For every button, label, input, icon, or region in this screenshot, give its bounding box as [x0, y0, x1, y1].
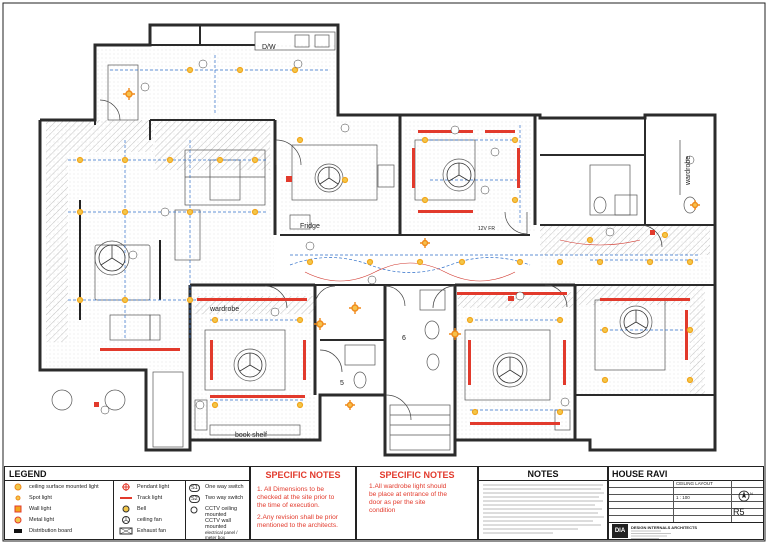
firm-name: DESIGN INTERNALS ARCHITECTS — [631, 525, 698, 530]
specific-note-1-line-4: mentioned to the architects. — [257, 522, 339, 529]
ceiling-fans — [98, 162, 649, 384]
book-shelf-label: book shelf — [235, 432, 267, 439]
fr-label: 12V FR — [478, 226, 495, 232]
specific-notes-2-title: SPECIFIC NOTES — [379, 470, 455, 480]
drawing-title: CEILING LAYOUT — [676, 481, 713, 486]
legend-symbol-ceiling-fan — [122, 516, 130, 524]
firm-address-lines — [631, 530, 671, 539]
legend-symbol-exhaust-fan — [119, 527, 133, 535]
specific-note-2-line-3: condition — [369, 507, 396, 514]
room-5-label: 5 — [340, 380, 344, 387]
legend-item-14: electrical panel / meter box — [205, 530, 238, 540]
track-lights — [100, 130, 690, 425]
svg-text:N: N — [750, 491, 753, 496]
legend-symbol-distribution-board — [14, 529, 22, 533]
wardrobe-left-label: wardrobe — [209, 306, 239, 313]
specific-note-1-line-2: the time of execution. — [257, 502, 320, 509]
legend-symbol-metal-light — [14, 516, 22, 524]
legend-item-12: CCTV ceiling mounted — [205, 506, 238, 518]
drawing-scale: 1 : 100 — [676, 495, 690, 500]
legend-switch-code-s1: S1 — [189, 484, 200, 492]
legend-item-0: ceiling surface mounted light — [29, 484, 99, 490]
legend-switch-code-s2: S2 — [189, 495, 200, 503]
legend-item-9: Exhaust fan — [137, 528, 167, 534]
specific-note-2-line-0: 1.All wardrobe light should — [369, 483, 447, 490]
specific-note-1-line-3: 2.Any revision shall be prior — [257, 514, 338, 521]
legend-symbol-pendant-light — [122, 483, 130, 491]
legend-item-3: Metal light — [29, 517, 55, 523]
legend-symbol-bell — [122, 505, 130, 513]
sheet-number: R5 — [733, 507, 745, 517]
legend-item-2: Wall light — [29, 506, 52, 512]
dw-label: D/W — [262, 44, 276, 51]
legend-item-4: Distribution board — [29, 528, 73, 534]
room-6-label: 6 — [402, 335, 406, 342]
wall-lights — [94, 176, 655, 407]
specific-note-1-line-0: 1. All Dimensions to be — [257, 486, 325, 493]
legend-item-11: Two way switch — [205, 495, 244, 501]
legend-item-7: Bell — [137, 506, 147, 512]
general-notes-fine-print — [483, 484, 604, 534]
fridge-label: Fridge — [300, 223, 320, 230]
title-block: HOUSE RAVI CEILING LAYOUT 1 : 100 N R5 D… — [608, 466, 764, 540]
pendant-lights — [123, 88, 700, 410]
legend-symbol-ceiling-light — [14, 483, 22, 491]
doors — [99, 99, 663, 421]
legend-item-13: CCTV wall mounted — [205, 518, 231, 530]
specific-note-1-line-1: checked at the site prior to — [257, 494, 335, 501]
legend-item-8: ceiling fan — [137, 517, 162, 523]
north-arrow-icon: N — [738, 490, 753, 502]
legend-item-1: Spot light — [29, 495, 52, 501]
general-notes-title: NOTES — [527, 469, 559, 479]
firm-logo: DIA — [612, 524, 628, 538]
walls — [38, 23, 717, 457]
specific-notes-1: SPECIFIC NOTES 1. All Dimensions to be c… — [250, 466, 356, 540]
general-notes: NOTES — [478, 466, 608, 540]
legend-symbol-track-light — [120, 497, 132, 499]
hatched-zones — [46, 120, 710, 395]
legend-item-10: One way switch — [205, 484, 244, 490]
legend-title: LEGEND — [9, 469, 47, 479]
wardrobe-right-label: wardrobe — [685, 156, 692, 186]
specific-note-2-line-1: be place at entrance of the — [369, 491, 448, 498]
spot-lights — [76, 66, 694, 416]
specific-notes-1-title: SPECIFIC NOTES — [265, 470, 341, 480]
legend-item-5: Pendant light — [137, 484, 170, 490]
switch-tags — [100, 59, 695, 415]
switch-wiring — [304, 239, 641, 282]
specific-notes-2: SPECIFIC NOTES 1.All wardrobe light shou… — [356, 466, 478, 540]
project-name: HOUSE RAVI — [612, 469, 668, 479]
legend-panel: LEGEND ceiling surface mounted light Spo… — [4, 466, 250, 540]
legend-symbol-cctv — [190, 506, 198, 514]
legend-item-6: Track light — [137, 495, 163, 501]
legend-symbol-wall-light — [14, 505, 22, 513]
specific-note-2-line-2: door as per the site — [369, 499, 426, 506]
legend-symbol-spot-light — [15, 495, 21, 501]
